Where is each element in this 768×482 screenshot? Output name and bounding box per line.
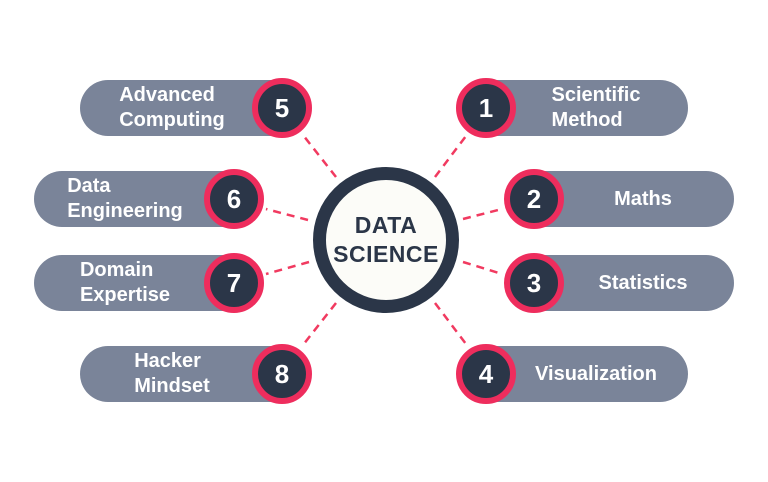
pill-label-domain-expertise: Domain Expertise — [34, 255, 254, 311]
connector-line-1 — [434, 135, 467, 178]
pill-label-line1: Domain — [79, 259, 154, 281]
pill-maths: 2 Maths — [504, 169, 734, 229]
pill-statistics: 3 Statistics — [504, 253, 734, 313]
pill-label-line2: Expertise — [79, 284, 171, 306]
pill-label-line1: Advanced — [119, 84, 215, 106]
pill-label-line1: Statistics — [598, 271, 688, 294]
badge-number-7-text: 7 — [226, 267, 242, 298]
pill-label-line1: Hacker — [134, 350, 201, 372]
connector-line-5 — [302, 134, 337, 178]
pill-label-hacker-mindset: Hacker Mindset — [80, 346, 302, 402]
badge-number-1: 1 — [456, 78, 516, 138]
badge-number-2: 2 — [504, 169, 564, 229]
connector-line-7 — [265, 260, 310, 276]
pill-advanced-computing: 5 Advanced Computing — [80, 78, 312, 138]
connector-line-4 — [434, 302, 467, 345]
badge-number-2-text: 2 — [526, 183, 542, 214]
pill-label-line1: Scientific — [551, 84, 641, 106]
connector-line-6 — [265, 207, 309, 222]
pill-label-scientific-method: Scientific Method — [466, 80, 688, 136]
pill-label-line2: Engineering — [67, 200, 183, 222]
badge-number-4: 4 — [456, 344, 516, 404]
pill-visualization: 4 Visualization — [456, 344, 688, 404]
pill-label-line2: Computing — [119, 109, 225, 131]
connector-line-8 — [302, 302, 337, 346]
pill-domain-expertise: 7 Domain Expertise — [34, 253, 264, 313]
center-title-line2: SCIENCE — [333, 241, 439, 267]
pill-label-line2: Method — [551, 109, 623, 131]
pill-label-line1: Maths — [614, 187, 672, 210]
badge-number-8: 8 — [252, 344, 312, 404]
pill-label-maths: Maths — [514, 171, 734, 227]
pill-label-line2: Mindset — [134, 375, 210, 397]
center-circle: DATA SCIENCE — [313, 167, 459, 313]
pill-label-line1: Data — [67, 175, 111, 197]
pill-hacker-mindset: 8 Hacker Mindset — [80, 344, 312, 404]
badge-number-8-text: 8 — [274, 358, 290, 389]
center-title: DATA SCIENCE — [333, 211, 439, 269]
connector-line-3 — [462, 260, 503, 276]
pill-scientific-method: 1 Scientific Method — [456, 78, 688, 138]
badge-number-6-text: 6 — [226, 183, 242, 214]
badge-number-6: 6 — [204, 169, 264, 229]
connector-line-2 — [462, 207, 503, 221]
badge-number-5-text: 5 — [274, 92, 290, 123]
badge-number-3-text: 3 — [526, 267, 542, 298]
pill-label-statistics: Statistics — [514, 255, 734, 311]
badge-number-4-text: 4 — [478, 358, 494, 389]
pill-data-engineering: 6 Data Engineering — [34, 169, 264, 229]
badge-number-5: 5 — [252, 78, 312, 138]
center-title-line1: DATA — [354, 212, 418, 238]
badge-number-7: 7 — [204, 253, 264, 313]
pill-label-data-engineering: Data Engineering — [34, 171, 254, 227]
badge-number-3: 3 — [504, 253, 564, 313]
pill-label-advanced-computing: Advanced Computing — [80, 80, 302, 136]
pill-label-visualization: Visualization — [466, 346, 688, 402]
badge-number-1-text: 1 — [478, 92, 494, 123]
pill-label-line1: Visualization — [535, 362, 657, 385]
